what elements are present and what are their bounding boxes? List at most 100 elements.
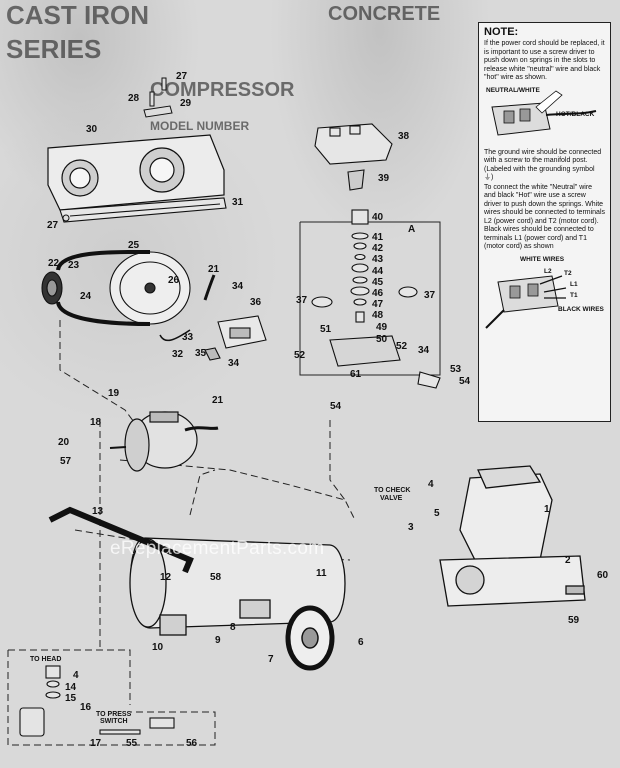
callout-7: 7 (268, 654, 274, 665)
callout-27: 27 (176, 71, 188, 82)
tank-handle (48, 506, 194, 574)
callout-37: 37 (296, 295, 308, 306)
label-to-press-switch-1: TO PRESS (96, 711, 132, 718)
callout-8: 8 (230, 622, 236, 633)
callout-49: 49 (376, 322, 388, 333)
ghost-subheading: MODEL NUMBER (150, 119, 249, 133)
callout-11: 11 (316, 568, 327, 579)
callout-38: 38 (398, 131, 410, 142)
terminal-t1: T1 (570, 291, 578, 299)
callout-36: 36 (250, 297, 262, 308)
pressure-switch (159, 315, 267, 361)
belt-guard (47, 134, 225, 211)
note-paragraph-1: If the power cord should be replaced, it… (484, 40, 605, 81)
callout-14: 14 (65, 682, 77, 693)
callout-52: 52 (294, 350, 306, 361)
callout-16: 16 (80, 702, 92, 713)
fittings-detail (19, 665, 175, 737)
label-to-head: TO HEAD (30, 656, 61, 663)
callout-54: 54 (459, 376, 471, 387)
callout-9: 9 (215, 635, 221, 646)
callout-1: 1 (544, 504, 550, 515)
callout-13: 13 (92, 506, 104, 517)
callout-52b: 52 (396, 341, 408, 352)
cord-21-upper (203, 274, 216, 301)
note-paragraph-3: To connect the white "Neutral" wire and … (484, 183, 606, 251)
terminal-l2: L2 (544, 267, 552, 275)
callout-39: 39 (378, 173, 390, 184)
callout-46: 46 (372, 288, 384, 299)
label-to-press-switch-2: SWITCH (100, 718, 128, 725)
wheel (285, 605, 335, 671)
ghost-heading-left2: SERIES (6, 34, 101, 64)
label-to-check-valve-2: VALVE (380, 495, 403, 502)
label-white-wires: WHITE WIRES (520, 255, 565, 263)
ghost-heading-left: CAST IRON (6, 0, 149, 30)
callout-4b: 4 (73, 670, 79, 681)
callout-numbers: 27 28 29 30 31 27 25 22 23 26 24 21 34 3… (47, 71, 609, 749)
callout-59: 59 (568, 615, 580, 626)
callout-53: 53 (450, 364, 462, 375)
callout-3: 3 (408, 522, 414, 533)
callout-45: 45 (372, 277, 384, 288)
callout-20: 20 (58, 437, 70, 448)
cord-replacement-illustration (491, 90, 597, 136)
callout-58: 58 (210, 572, 222, 583)
callout-29: 29 (180, 98, 192, 109)
callout-48: 48 (372, 310, 384, 321)
pump-head-assembly (311, 123, 441, 389)
callout-44: 44 (372, 266, 384, 277)
callout-31: 31 (232, 197, 244, 208)
callout-61: 61 (350, 369, 362, 380)
callout-21b: 21 (212, 395, 224, 406)
compressor-pump (439, 465, 586, 607)
callout-51: 51 (320, 324, 332, 335)
callout-6: 6 (358, 637, 364, 648)
terminal-wiring-illustration (485, 274, 567, 329)
callout-34: 34 (232, 281, 244, 292)
label-hot-black: HOT/BLACK (556, 110, 595, 118)
callout-5: 5 (434, 508, 440, 519)
label-black-wires: BLACK WIRES (558, 305, 604, 313)
callout-34b: 34 (228, 358, 240, 369)
callout-17: 17 (90, 738, 102, 749)
callout-42: 42 (372, 243, 384, 254)
terminal-t2: T2 (564, 269, 572, 277)
callout-57: 57 (60, 456, 72, 467)
callout-55: 55 (126, 738, 138, 749)
ghost-heading-mid: COMPRESSOR (150, 79, 295, 101)
note-title: NOTE: (484, 26, 519, 38)
callout-26: 26 (168, 275, 180, 286)
terminal-l1: L1 (570, 280, 578, 288)
callout-23: 23 (68, 260, 80, 271)
callout-27b: 27 (47, 220, 59, 231)
callout-detail-a: A (408, 224, 415, 235)
ghost-heading-right: CONCRETE (328, 3, 440, 25)
callout-4: 4 (428, 479, 434, 490)
callout-15: 15 (65, 693, 77, 704)
callout-10: 10 (152, 642, 164, 653)
note-paragraph-2: The ground wire should be connected with… (484, 148, 602, 182)
callout-54b: 54 (330, 401, 342, 412)
callout-19: 19 (108, 388, 120, 399)
diagram-text-labels: TO CHECK VALVE TO HEAD TO PRESS SWITCH (30, 487, 410, 725)
callout-21: 21 (208, 264, 220, 275)
callout-32: 32 (172, 349, 184, 360)
callout-41: 41 (372, 232, 384, 243)
callout-2: 2 (565, 555, 571, 566)
callout-34c: 34 (418, 345, 430, 356)
callout-28: 28 (128, 93, 140, 104)
callout-30: 30 (86, 124, 98, 135)
note-figure-2: WHITE WIRES L2 T2 L1 T1 BLACK WIRES (484, 254, 605, 332)
callout-22: 22 (48, 258, 60, 269)
callout-33: 33 (182, 332, 194, 343)
label-neutral-white: NEUTRAL/WHITE (486, 86, 540, 94)
callout-37b: 37 (424, 290, 436, 301)
callout-43: 43 (372, 254, 384, 265)
callout-18: 18 (90, 417, 102, 428)
watermark-text: eReplacementParts.com (110, 538, 325, 559)
callout-35: 35 (195, 348, 207, 359)
pulley-belt (41, 249, 191, 326)
